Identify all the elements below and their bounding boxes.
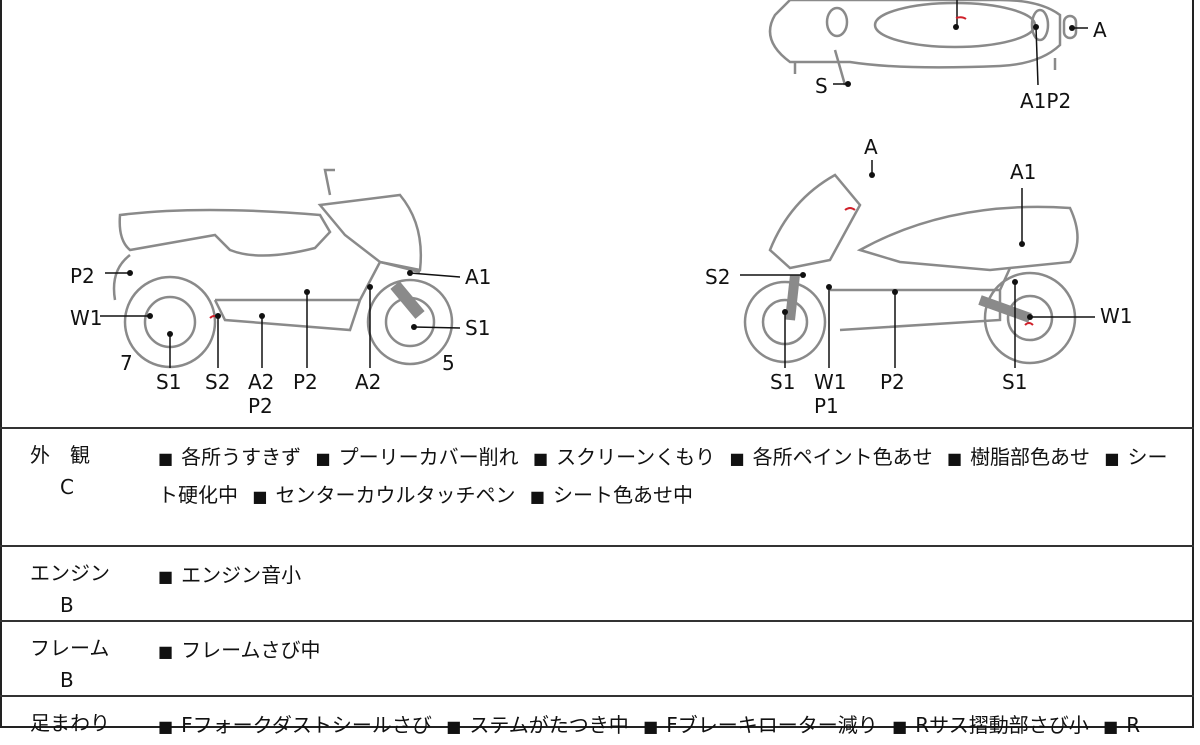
bullet-icon: ■ <box>946 449 963 468</box>
label-s2: S2 <box>705 265 731 289</box>
bullet-icon: ■ <box>158 642 174 661</box>
bullet-icon: ■ <box>315 449 331 468</box>
label-s: S <box>815 74 828 98</box>
label-w1: W1 <box>1100 304 1133 328</box>
bullet-icon: ■ <box>729 449 745 468</box>
bullet-icon: ■ <box>252 487 268 506</box>
item-list: ■各所うすきず ■プーリーカバー削れ ■スクリーンくもり ■各所ペイント色あせ … <box>158 439 1178 515</box>
label-s1: S1 <box>465 316 491 340</box>
label-s2: S2 <box>205 370 231 394</box>
label-7: 7 <box>120 351 133 375</box>
label-a: A <box>864 135 878 159</box>
left-view-leaders <box>100 272 461 368</box>
left-view-scooter <box>112 168 454 369</box>
label-p2: P2 <box>70 264 95 288</box>
label-a: A <box>1093 18 1107 42</box>
item-list: ■ エンジン音小 <box>158 557 1178 595</box>
bullet-icon: ■ <box>532 449 549 468</box>
label-p1: P1 <box>814 394 839 418</box>
label-5: 5 <box>442 351 455 375</box>
scooter-diagrams: S A A1P2 P2 W1 7 S1 S2 A2 P2 P2 A2 5 A1 … <box>70 0 1133 418</box>
label-a1: A1 <box>465 265 492 289</box>
scooter-drawings <box>100 0 1095 369</box>
label-a1: A1 <box>1010 160 1037 184</box>
item: Fフォークダストシールさび <box>181 713 432 737</box>
label-s1: S1 <box>770 370 796 394</box>
item: R <box>1126 713 1141 737</box>
bullet-icon: ■ <box>529 487 545 506</box>
category-label: エンジン <box>30 561 110 585</box>
grade-label: C <box>60 475 74 499</box>
top-view-leaders <box>833 0 1088 86</box>
section-engine: エンジン B ■ エンジン音小 <box>0 545 1194 620</box>
category-label: フレーム <box>30 636 110 660</box>
bullet-icon: ■ <box>158 449 174 468</box>
item: Fブレーキローター減り <box>666 713 878 737</box>
item: プーリーカバー削れ <box>338 445 519 469</box>
category-label: 外 観 <box>30 443 90 467</box>
grade-label: B <box>60 668 74 692</box>
item: ステムがたつき中 <box>469 713 629 737</box>
grade-label: B <box>60 593 74 617</box>
item: 樹脂部色あせ <box>970 445 1091 469</box>
label-p2: P2 <box>880 370 905 394</box>
item: シート硬化中 <box>158 445 1168 507</box>
item: スクリーンくもり <box>556 445 716 469</box>
item-list: ■Fフォークダストシールさび ■ステムがたつき中 ■Fブレーキローター減り ■R… <box>158 707 1178 745</box>
damage-mark <box>955 16 967 20</box>
right-view-scooter <box>743 173 1079 365</box>
bullet-icon: ■ <box>158 567 174 586</box>
label-a2: A2 <box>355 370 382 394</box>
item: エンジン音小 <box>181 563 302 587</box>
item: フレームさび中 <box>181 638 321 662</box>
top-view-scooter <box>768 0 1078 86</box>
label-p2: P2 <box>293 370 318 394</box>
section-exterior: 外 観 C ■ 各所うすきず ■ プーリーカバー削れ ■ スクリーンくもり ■ 各所ペイン… <box>0 427 1194 545</box>
label-w1: W1 <box>70 306 103 330</box>
item: 各所ペイント色あせ <box>752 445 933 469</box>
label-s1: S1 <box>156 370 182 394</box>
item: 各所うすきず <box>181 445 302 469</box>
category-label: 足まわり <box>30 711 110 735</box>
item: Rサス摺動部さび小 <box>915 713 1089 737</box>
item: シート色あせ中 <box>552 483 693 507</box>
damage-marks <box>209 207 1034 326</box>
right-view-points <box>782 172 1033 320</box>
item-list: ■ フレームさび中 <box>158 632 1178 670</box>
right-view-leaders <box>740 160 1095 368</box>
section-frame: フレーム B ■ フレームさび中 <box>0 620 1194 695</box>
bullet-icon: ■ <box>1104 449 1120 468</box>
label-p2: P2 <box>248 394 273 418</box>
item: センターカウルタッチペン <box>275 483 516 507</box>
label-w1: W1 <box>814 370 847 394</box>
label-a2: A2 <box>248 370 275 394</box>
section-suspension: 足まわり ■Fフォークダストシールさび ■ステムがたつき中 ■Fブレーキローター… <box>0 695 1194 737</box>
label-a1p2: A1P2 <box>1020 89 1072 113</box>
label-s1: S1 <box>1002 370 1028 394</box>
